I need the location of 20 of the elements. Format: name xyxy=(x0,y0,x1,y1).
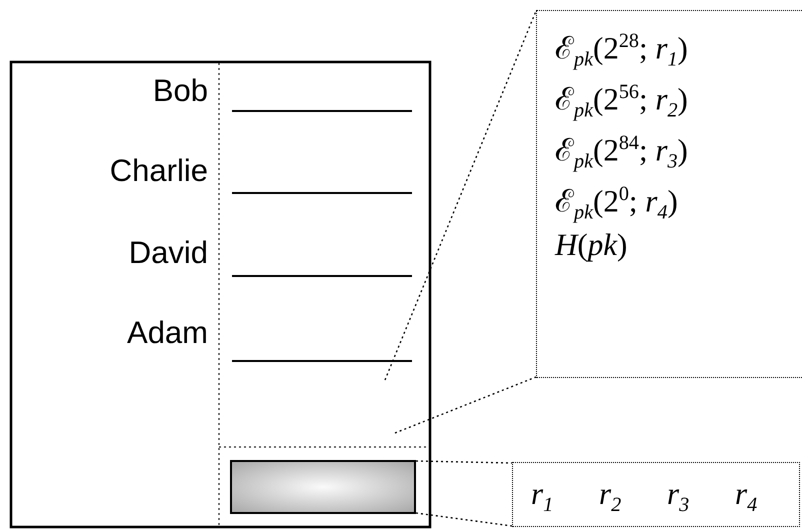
candidate-name: Charlie xyxy=(108,153,208,189)
candidate-name: David xyxy=(128,235,208,271)
formula: ℰ$_{pk}$(2$^{0}$; r$_{4}$) xyxy=(555,182,678,226)
variable: r$_{2}$ xyxy=(599,476,622,518)
scratch-off-area xyxy=(230,460,416,514)
variable: r$_{3}$ xyxy=(667,476,690,518)
formula: ℰ$_{pk}$(2$^{56}$; r$_{2}$) xyxy=(555,80,688,124)
variable: r$_{1}$ xyxy=(531,476,554,518)
formula: ℰ$_{pk}$(2$^{28}$; r$_{1}$) xyxy=(555,29,688,73)
candidate-name: Bob xyxy=(152,73,208,109)
formula: H(pk) xyxy=(555,227,628,263)
leader-line xyxy=(416,512,512,527)
callout-panel xyxy=(512,462,800,527)
leader-line xyxy=(384,10,537,380)
formula: ℰ$_{pk}$(2$^{84}$; r$_{3}$) xyxy=(555,131,688,175)
variable: r$_{4}$ xyxy=(735,476,758,518)
callout-panel xyxy=(536,10,802,378)
leader-line xyxy=(416,460,512,464)
candidate-name: Adam xyxy=(126,315,208,351)
leader-line xyxy=(394,376,536,434)
